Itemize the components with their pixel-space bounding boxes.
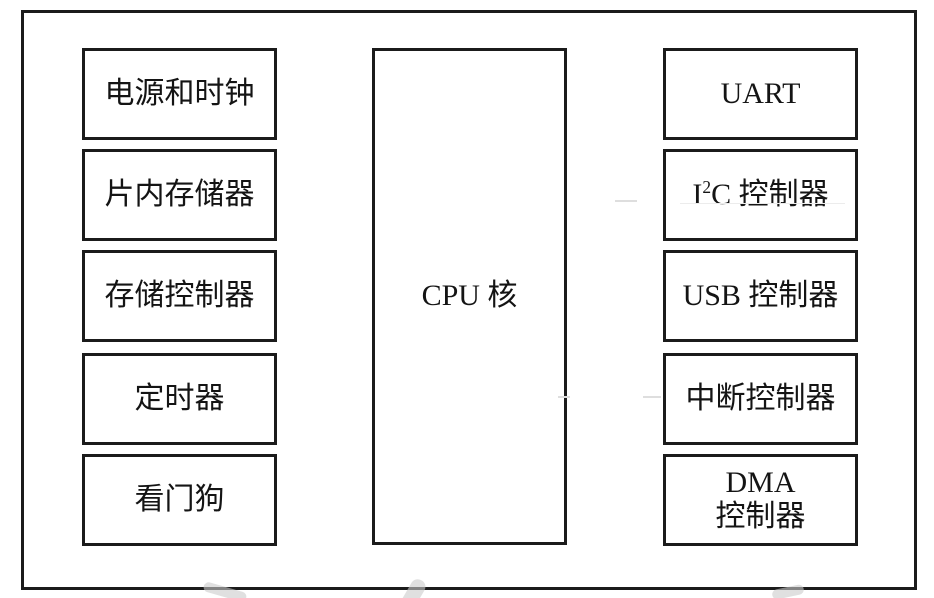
block-power-and-clock: 电源和时钟 bbox=[82, 48, 277, 140]
artifact-dash bbox=[615, 200, 637, 202]
block-uart-label: UART bbox=[720, 76, 801, 110]
block-memory-controller: 存储控制器 bbox=[82, 250, 277, 342]
artifact-dash bbox=[680, 203, 845, 204]
block-on-chip-memory-label: 片内存储器 bbox=[104, 177, 255, 211]
i2c-superscript: 2 bbox=[702, 176, 712, 197]
block-memory-controller-label: 存储控制器 bbox=[104, 278, 255, 312]
block-interrupt-controller-label: 中断控制器 bbox=[685, 381, 836, 415]
block-cpu-core: CPU 核 bbox=[372, 48, 567, 545]
block-dma-controller-label: DMA 控制器 bbox=[716, 466, 806, 535]
dma-line-1: DMA bbox=[725, 465, 796, 499]
artifact-dash bbox=[643, 396, 661, 398]
block-usb-controller-label: USB 控制器 bbox=[682, 278, 839, 312]
block-dma-controller: DMA 控制器 bbox=[663, 454, 858, 546]
block-timer: 定时器 bbox=[82, 353, 277, 445]
block-interrupt-controller: 中断控制器 bbox=[663, 353, 858, 445]
block-cpu-core-label: CPU 核 bbox=[421, 279, 518, 313]
artifact-dash bbox=[558, 396, 570, 398]
i2c-base-text: I bbox=[692, 177, 703, 211]
block-timer-label: 定时器 bbox=[134, 381, 225, 415]
block-i2c-controller: I2C 控制器 bbox=[663, 149, 858, 241]
block-i2c-controller-label: I2C 控制器 bbox=[692, 178, 828, 213]
block-usb-controller: USB 控制器 bbox=[663, 250, 858, 342]
block-watchdog-label: 看门狗 bbox=[134, 482, 225, 516]
block-on-chip-memory: 片内存储器 bbox=[82, 149, 277, 241]
block-power-and-clock-label: 电源和时钟 bbox=[104, 76, 255, 110]
dma-line-2: 控制器 bbox=[715, 500, 806, 533]
block-watchdog: 看门狗 bbox=[82, 454, 277, 546]
i2c-rest-text: C 控制器 bbox=[711, 177, 829, 211]
block-uart: UART bbox=[663, 48, 858, 140]
